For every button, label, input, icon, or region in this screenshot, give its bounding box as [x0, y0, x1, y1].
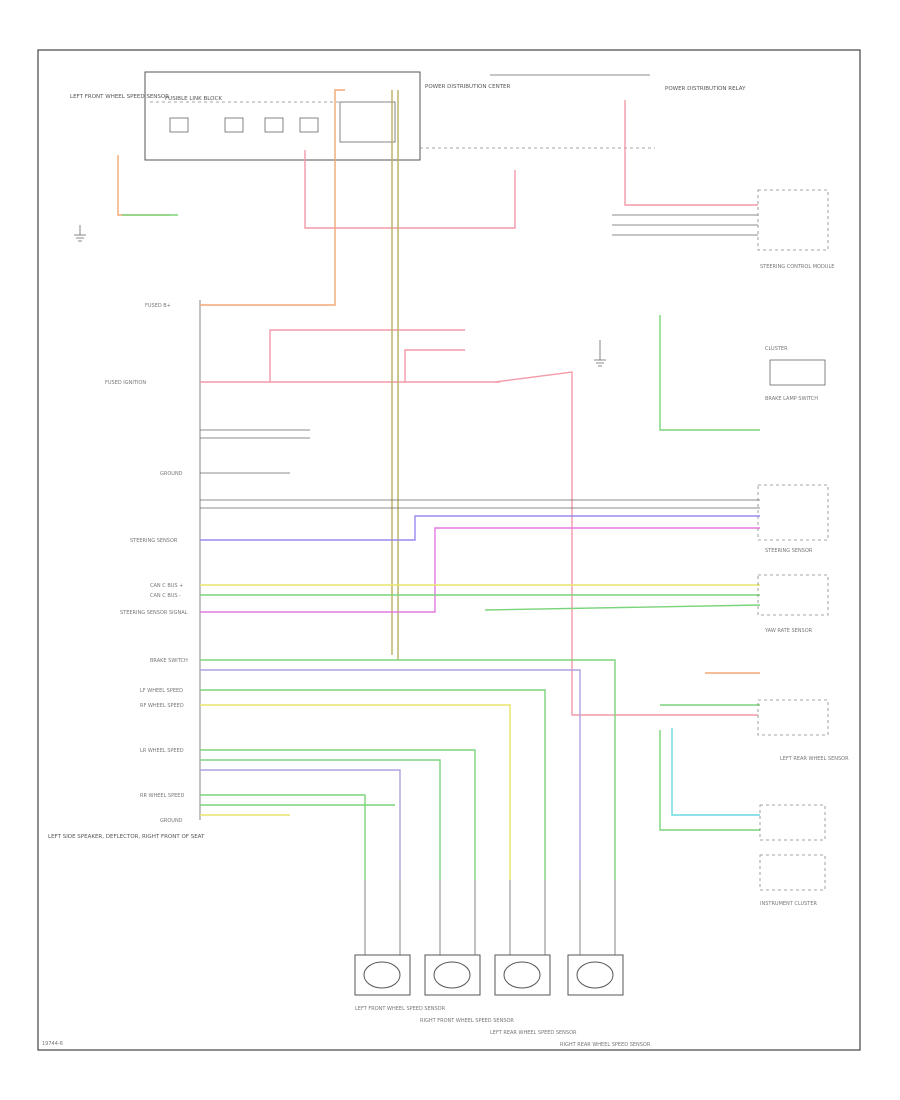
module-pin-11: RR WHEEL SPEED	[140, 793, 184, 799]
sensor-lf	[354, 954, 411, 996]
module-pin-7: BRAKE SWITCH	[150, 658, 188, 664]
right-module-4: YAW RATE SENSOR	[764, 628, 813, 634]
module-pin-8: LF WHEEL SPEED	[140, 688, 183, 694]
right-module-1: CLUSTER	[765, 346, 788, 352]
diagram-border	[37, 49, 861, 1051]
module-pin-10: LR WHEEL SPEED	[140, 748, 184, 754]
footer-code: 19744-6	[42, 1041, 63, 1047]
module-pin-12: GROUND	[160, 818, 183, 824]
sensor-label-0: LEFT FRONT WHEEL SPEED SENSOR	[355, 1006, 446, 1012]
right-module-0: STEERING CONTROL MODULE	[760, 264, 834, 270]
module-pin-6: STEERING SENSOR SIGNAL	[120, 610, 188, 616]
fuse-block-label: FUSIBLE LINK BLOCK	[165, 96, 222, 102]
power-dist-label: POWER DISTRIBUTION CENTER	[425, 84, 511, 90]
right-module-3: STEERING SENSOR	[765, 548, 813, 554]
sensor-rf	[424, 954, 481, 996]
sensor-label-1: RIGHT FRONT WHEEL SPEED SENSOR	[420, 1018, 514, 1024]
right-module-5: LEFT REAR WHEEL SENSOR	[780, 756, 849, 762]
right-module-6: INSTRUMENT CLUSTER	[760, 901, 818, 907]
sensor-label-3: RIGHT REAR WHEEL SPEED SENSOR	[560, 1042, 651, 1048]
right-relay-label: POWER DISTRIBUTION RELAY	[665, 86, 746, 92]
module-pin-1: FUSED IGNITION	[105, 380, 146, 386]
fuse-block-box	[144, 71, 421, 161]
top-left-sensor-label: LEFT FRONT WHEEL SPEED SENSOR	[70, 94, 169, 100]
sensor-rr	[567, 954, 624, 996]
module-pin-3: STEERING SENSOR	[130, 538, 178, 544]
module-label: LEFT SIDE SPEAKER, DEFLECTOR, RIGHT FRON…	[48, 834, 205, 840]
sensor-label-2: LEFT REAR WHEEL SPEED SENSOR	[490, 1030, 577, 1036]
module-pin-9: RF WHEEL SPEED	[140, 703, 184, 709]
module-pin-2: GROUND	[160, 471, 183, 477]
right-module-2: BRAKE LAMP SWITCH	[765, 396, 818, 402]
ground-symbols	[74, 225, 606, 367]
module-pin-4: CAN C BUS +	[150, 583, 183, 589]
module-pin-5: CAN C BUS -	[150, 593, 181, 599]
sensor-lr	[494, 954, 551, 996]
module-pin-0: FUSED B+	[145, 303, 171, 309]
fuses	[169, 101, 396, 143]
